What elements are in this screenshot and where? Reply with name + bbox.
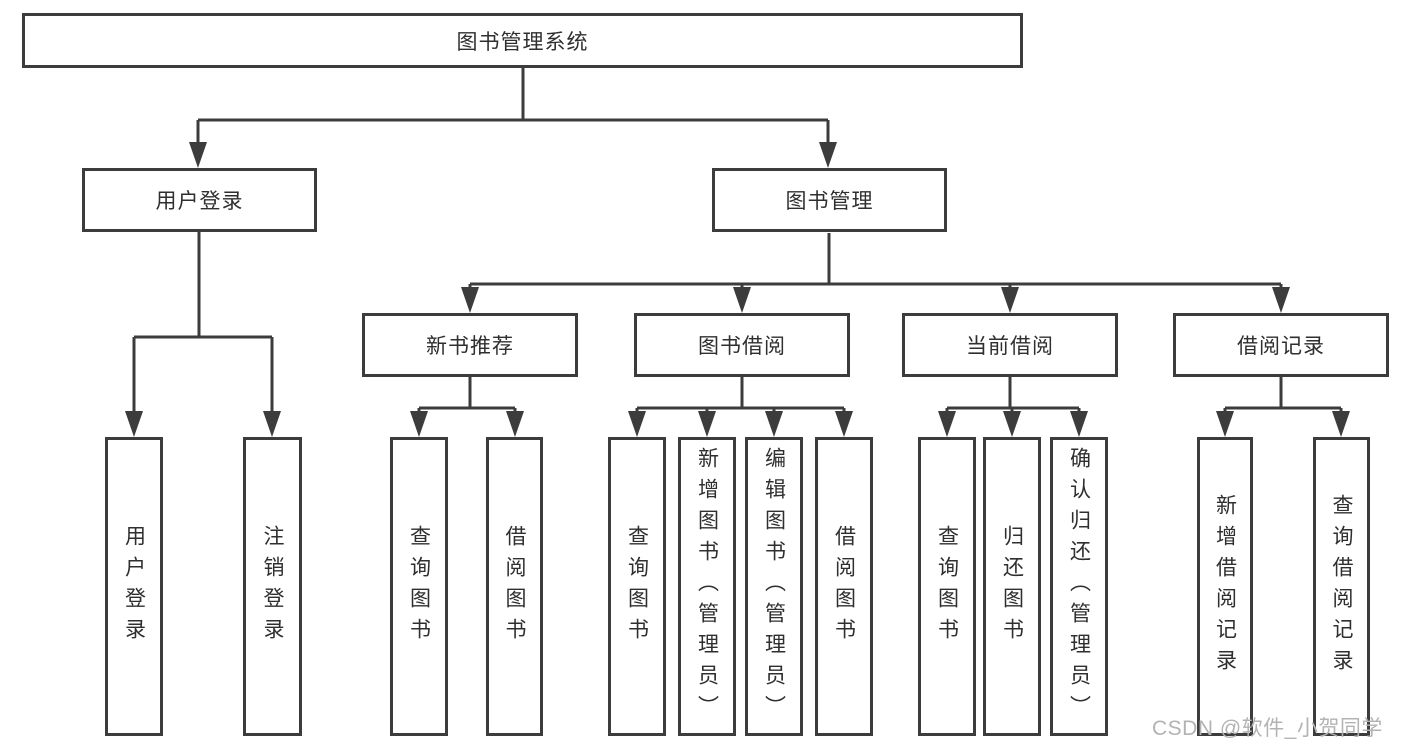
leaf-add-book-admin: 新增图书（管理员）	[678, 437, 736, 736]
node-current-borrowing-label: 当前借阅	[966, 335, 1054, 358]
arrowheads	[125, 142, 1350, 437]
node-book-borrowing-label: 图书借阅	[698, 335, 786, 358]
leaf-logout-label: 注销登录	[261, 524, 284, 649]
leaf-borrow-books-borrowing: 借阅图书	[815, 437, 873, 736]
leaf-query-books-borrowing-label: 查询图书	[625, 524, 649, 649]
leaf-edit-book-admin: 编辑图书（管理员）	[745, 437, 803, 736]
node-borrowing-records-label: 借阅记录	[1237, 335, 1325, 358]
node-book-borrowing: 图书借阅	[634, 313, 850, 377]
leaf-user-login: 用户登录	[105, 437, 163, 736]
leaf-borrow-books-borrowing-label: 借阅图书	[832, 524, 856, 649]
leaf-query-books-recommend: 查询图书	[390, 437, 448, 736]
node-user-login-label: 用户登录	[155, 190, 244, 213]
node-user-login: 用户登录	[82, 168, 317, 232]
leaf-user-login-label: 用户登录	[122, 524, 146, 649]
leaf-query-borrow-record: 查询借阅记录	[1313, 437, 1370, 736]
leaf-add-book-admin-label: 新增图书（管理员）	[695, 447, 719, 726]
leaf-add-borrow-record: 新增借阅记录	[1197, 437, 1253, 736]
leaf-return-book-label: 归还图书	[1000, 524, 1024, 649]
node-library-system: 图书管理系统	[22, 13, 1023, 68]
node-new-book-recommend: 新书推荐	[362, 313, 578, 377]
node-book-management-label: 图书管理	[785, 190, 874, 213]
leaf-return-book: 归还图书	[983, 437, 1041, 736]
leaf-confirm-return-admin: 确认归还（管理员）	[1050, 437, 1108, 736]
leaf-query-books-borrowing: 查询图书	[608, 437, 666, 736]
leaf-query-books-recommend-label: 查询图书	[407, 524, 431, 649]
leaf-add-borrow-record-label: 新增借阅记录	[1213, 493, 1237, 680]
watermark: CSDN @软件_小贺同学	[1152, 717, 1383, 740]
node-library-system-label: 图书管理系统	[456, 30, 589, 54]
node-borrowing-records: 借阅记录	[1173, 313, 1389, 377]
leaf-query-borrow-record-label: 查询借阅记录	[1330, 493, 1353, 680]
node-book-management: 图书管理	[712, 168, 947, 232]
node-new-book-recommend-label: 新书推荐	[426, 335, 514, 358]
node-current-borrowing: 当前借阅	[902, 313, 1118, 377]
leaf-borrow-books-recommend-label: 借阅图书	[503, 524, 526, 649]
leaf-confirm-return-admin-label: 确认归还（管理员）	[1067, 447, 1091, 726]
leaf-query-books-current: 查询图书	[918, 437, 976, 736]
leaf-borrow-books-recommend: 借阅图书	[486, 437, 543, 736]
leaf-logout: 注销登录	[243, 437, 302, 736]
leaf-query-books-current-label: 查询图书	[935, 524, 959, 649]
leaf-edit-book-admin-label: 编辑图书（管理员）	[762, 447, 786, 726]
